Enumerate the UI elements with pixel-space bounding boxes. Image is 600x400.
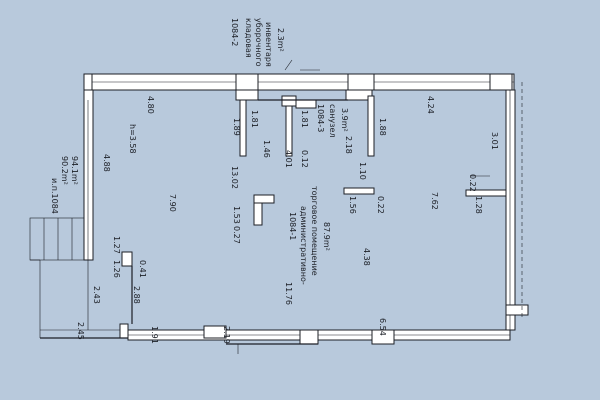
dim-027: 0.27: [232, 226, 241, 244]
dim-041: 0.41: [138, 260, 147, 278]
dim-181a: 1.81: [250, 110, 259, 128]
bath-area: 3.9m²: [340, 108, 349, 132]
dim-762: 7.62: [430, 192, 439, 210]
unit-area-1: 90.2m²: [60, 156, 69, 185]
dim-189: 1.89: [232, 118, 241, 136]
dim-218: 2.18: [344, 136, 353, 154]
dim-126: 1.26: [112, 260, 121, 278]
dim-022a: 0.22: [468, 174, 477, 192]
room-1084-2-label: 1084-2 кладовая уборочного инвентаря 2.3…: [230, 18, 285, 67]
dim-156: 1.56: [348, 196, 357, 214]
dim-181b: 1.81: [300, 110, 309, 128]
bottom-wall: [127, 325, 511, 354]
dim-438: 4.38: [362, 248, 371, 266]
dim-424: 4.24: [426, 96, 435, 114]
room-1084-3-label: 1084-3 санузел 3.9m²: [316, 104, 349, 138]
bath-number: 1084-3: [316, 104, 325, 132]
main-name-2: торговое помещение: [310, 186, 319, 276]
dim-012: 0.12: [300, 150, 309, 168]
dim-022b: 0.22: [376, 196, 385, 214]
dim-191: 1.91: [150, 326, 159, 344]
leader-lines: [87, 59, 490, 330]
dim-790: 7.90: [168, 194, 177, 212]
unit-area-2: 94.1m²: [70, 156, 79, 185]
main-name-1: административно-: [299, 206, 308, 285]
dim-153: 1.53: [232, 206, 241, 224]
dim-480: 4.80: [146, 96, 155, 114]
dim-401: 4.01: [284, 150, 293, 168]
dim-1302: 13.02: [230, 166, 239, 189]
porch-stairs: [29, 217, 85, 338]
storage-number: 1084-2: [230, 18, 239, 46]
dim-245: 2.45: [76, 322, 85, 340]
unit-label: и.п.1084 90.2m² 94.1m²: [50, 156, 79, 214]
dim-146: 1.46: [262, 140, 271, 158]
unit-number: и.п.1084: [50, 178, 59, 214]
interior-partitions: [235, 89, 507, 226]
dim-358: h=3.58: [128, 124, 137, 154]
room-1084-1-label: 1084-1 административно- торговое помещен…: [288, 186, 331, 285]
dimension-labels: 4.80 4.24 1.89 1.81 1.81 1.88 1.46 2.18 …: [76, 96, 499, 344]
storage-name-1: кладовая: [244, 18, 253, 58]
dim-488: 4.88: [102, 154, 111, 172]
dim-188: 1.88: [378, 118, 387, 136]
top-wall: [83, 73, 515, 91]
dim-301: 3.01: [490, 132, 499, 150]
dim-219: 2.19: [222, 326, 231, 344]
storage-name-2: уборочного: [254, 18, 263, 67]
dim-288: 2.88: [132, 286, 141, 304]
dim-654: 6.54: [378, 318, 387, 336]
main-number: 1084-1: [288, 212, 297, 240]
dim-110: 1.10: [358, 162, 367, 180]
dim-1176: 11.76: [284, 282, 293, 305]
dim-127: 1.27: [112, 236, 121, 254]
dim-128: 1.28: [474, 196, 483, 214]
bath-name: санузел: [328, 104, 337, 138]
dim-243: 2.43: [92, 286, 101, 304]
storage-name-3: инвентаря: [264, 22, 273, 67]
main-area: 87.9m²: [322, 222, 331, 251]
storage-area: 2.3m²: [276, 28, 285, 52]
